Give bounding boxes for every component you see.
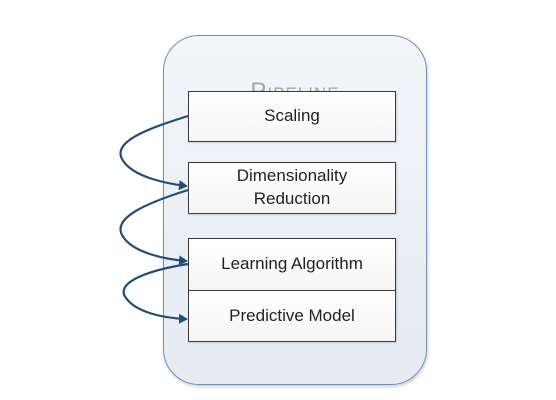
stage-scaling: Scaling (188, 91, 396, 142)
stage-predictive-model-label: Predictive Model (229, 305, 355, 325)
stage-learning-algorithm: Learning Algorithm (188, 238, 396, 291)
stage-dimensionality-reduction-label: Dimensionality Reduction (236, 166, 348, 208)
stage-dimensionality-reduction: Dimensionality Reduction (188, 162, 396, 214)
stage-learning-algorithm-label: Learning Algorithm (221, 254, 363, 274)
stage-predictive-model: Predictive Model (188, 290, 396, 342)
stage-scaling-label: Scaling (264, 106, 320, 126)
